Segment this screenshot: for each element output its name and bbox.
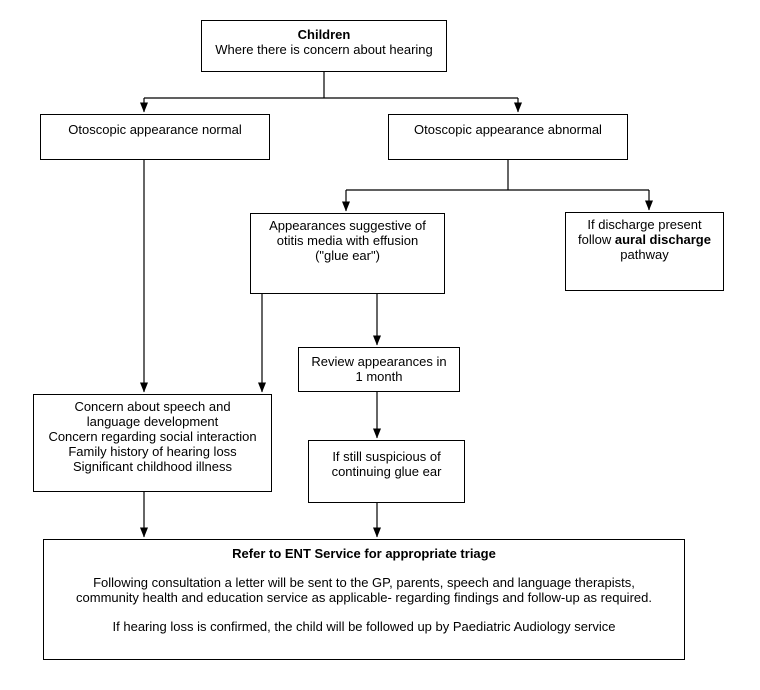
node-glue-ear-label: Appearances suggestive of otitis media w… [269,218,426,263]
node-otoscopic-abnormal-label: Otoscopic appearance abnormal [414,122,602,137]
node-concern-factors: Concern about speech and language develo… [33,394,272,492]
node-refer-ent-title: Refer to ENT Service for appropriate tri… [232,546,496,561]
node-review-appearances-label: Review appearances in 1 month [311,354,447,384]
discharge-text-before: If discharge present follow [578,217,702,247]
node-still-suspicious-label: If still suspicious of continuing glue e… [331,449,442,479]
node-refer-ent-paragraph1: Following consultation a letter will be … [76,575,652,605]
node-children-subtitle: Where there is concern about hearing [215,42,433,57]
discharge-bold-text: aural discharge [614,232,711,247]
node-review-appearances: Review appearances in 1 month [298,347,460,392]
node-otoscopic-normal: Otoscopic appearance normal [40,114,270,160]
node-refer-ent-paragraph2: If hearing loss is confirmed, the child … [112,619,616,634]
node-concern-factors-label: Concern about speech and language develo… [48,399,257,474]
node-children-title: Children [297,27,351,42]
node-children: Children Where there is concern about he… [201,20,447,72]
node-aural-discharge-label: If discharge present follow aural discha… [566,217,723,262]
node-glue-ear: Appearances suggestive of otitis media w… [250,213,445,294]
node-otoscopic-normal-label: Otoscopic appearance normal [68,122,242,137]
node-still-suspicious: If still suspicious of continuing glue e… [308,440,465,503]
node-aural-discharge: If discharge present follow aural discha… [565,212,724,291]
node-refer-ent: Refer to ENT Service for appropriate tri… [43,539,685,660]
node-otoscopic-abnormal: Otoscopic appearance abnormal [388,114,628,160]
discharge-text-after: pathway [620,247,669,262]
